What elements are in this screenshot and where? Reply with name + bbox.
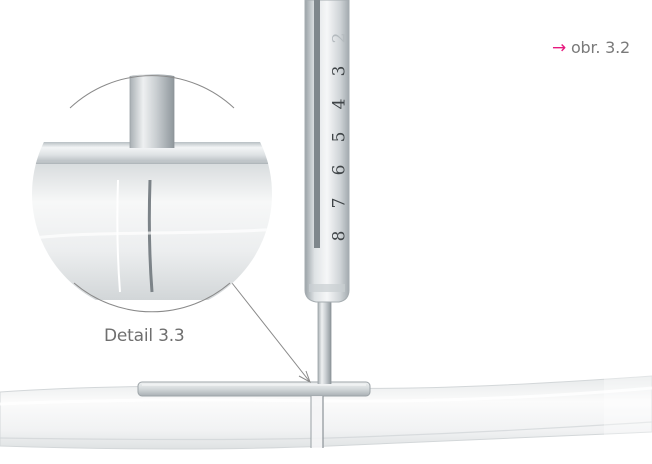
detail-circle: [32, 74, 272, 314]
figure-reference: → obr. 3.2: [552, 38, 630, 58]
bone-plate: [137, 381, 371, 397]
drill-channel: [310, 396, 324, 448]
gauge-tick-3: 3: [330, 66, 350, 77]
gauge-tick-2: 2: [330, 33, 350, 44]
figure-reference-text: obr. 3.2: [570, 38, 631, 57]
depth-gauge-rod: [317, 300, 332, 384]
gauge-scale: 2 3 4 5 6 7 8: [330, 33, 350, 242]
gauge-tick-4: 4: [330, 99, 350, 110]
gauge-tick-7: 7: [330, 198, 350, 209]
detail-label: Detail 3.3: [104, 326, 185, 346]
arrow-right-icon: →: [552, 38, 567, 58]
depth-gauge: [304, 0, 350, 303]
detail-leader: [231, 282, 311, 384]
gauge-tick-8: 8: [330, 231, 350, 242]
gauge-tick-6: 6: [330, 165, 350, 176]
gauge-tick-5: 5: [330, 132, 350, 143]
